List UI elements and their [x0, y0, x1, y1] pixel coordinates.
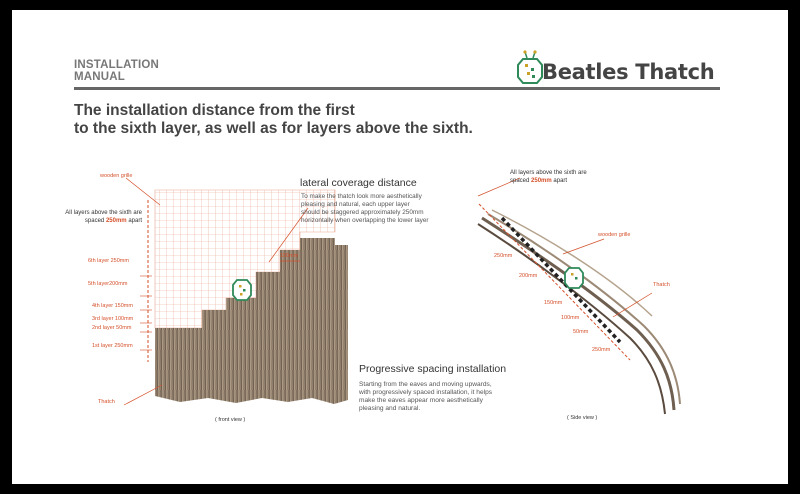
progressive-text-line: with progressively spaced installation, … [359, 389, 493, 396]
layer-label-6: 6th layer 250mm [88, 258, 129, 264]
lateral-coverage-text: To make the thatch look more aesthetical… [301, 193, 429, 225]
manual-page: INSTALLATION MANUAL Beatles Thatch The i… [12, 10, 788, 484]
layer-label-1: 1st layer 250mm [92, 343, 133, 349]
side-spaced-text: spaced [510, 178, 530, 184]
lateral-text-line: should be staggered approximately 250mm [301, 209, 424, 216]
manual-label-line2: MANUAL [74, 71, 126, 83]
layer-label-3: 3rd layer 100mm [92, 316, 134, 322]
header-divider [74, 87, 720, 90]
side-dim-label: 250mm [592, 347, 611, 353]
layer-label-5: 5th layer200mm [88, 281, 128, 287]
front-view-caption: ( front view ) [215, 417, 246, 423]
headline-line1: The installation distance from the first [74, 102, 355, 119]
brand-name: Beatles Thatch [542, 60, 715, 84]
front-wooden-grille-label: wooden grille [100, 173, 133, 179]
front-view-diagram [123, 177, 348, 406]
side-dim-label: 200mm [519, 273, 538, 279]
progressive-text-line: Starting from the eaves and moving upwar… [359, 381, 492, 388]
side-above-sixth-line2: spaced 250mm apart [510, 177, 587, 185]
headline-line2: to the sixth layer, as well as for layer… [74, 120, 473, 137]
side-spacing-value: 250mm [531, 178, 552, 184]
front-spaced-text: spaced [84, 218, 105, 224]
lateral-text-line: pleasing and natural, each upper layer [301, 201, 410, 208]
side-dim-label: 150mm [544, 300, 563, 306]
front-above-sixth-line2: spaced 250mm apart [34, 217, 142, 225]
front-above-sixth-note: All layers above the sixth are spaced 25… [34, 209, 142, 225]
progressive-text-line: pleasing and natural. [359, 405, 421, 412]
side-thatch-label: Thatch [653, 282, 670, 288]
manual-label: INSTALLATION MANUAL [74, 59, 159, 83]
dim-150mm-label: 150mm [280, 253, 299, 259]
progressive-text: Starting from the eaves and moving upwar… [359, 381, 492, 413]
side-above-sixth-note: All layers above the sixth are spaced 25… [510, 169, 587, 185]
front-above-sixth-line1: All layers above the sixth are [65, 210, 142, 216]
front-spacing-value: 250mm [105, 218, 127, 224]
progressive-text-line: make the eaves appear more aesthetically [359, 397, 483, 404]
side-view-diagram [477, 177, 681, 415]
side-apart-text: apart [553, 178, 568, 184]
page-headline: The installation distance from the first… [74, 102, 473, 138]
side-dim-label: 50mm [573, 329, 589, 335]
lateral-text-line: horizontally when overlapping the lower … [301, 217, 429, 224]
side-dim-label: 100mm [561, 315, 580, 321]
side-wooden-grille-label: wooden grille [598, 232, 631, 238]
front-apart-text: apart [128, 218, 142, 224]
lateral-coverage-title: lateral coverage distance [300, 177, 417, 189]
manual-label-line1: INSTALLATION [74, 59, 160, 71]
layer-label-4: 4th layer 150mm [92, 303, 133, 309]
progressive-title: Progressive spacing installation [359, 363, 507, 375]
layer-label-2: 2nd layer 50mm [92, 325, 132, 331]
side-dim-label: 250mm [494, 253, 513, 259]
thatch-steps [155, 238, 348, 404]
front-thatch-label: Thatch [98, 399, 115, 405]
side-above-sixth-line1: All layers above the sixth are [510, 170, 587, 176]
lateral-text-line: To make the thatch look more aesthetical… [301, 193, 422, 200]
side-view-caption: ( Side view ) [567, 415, 598, 421]
